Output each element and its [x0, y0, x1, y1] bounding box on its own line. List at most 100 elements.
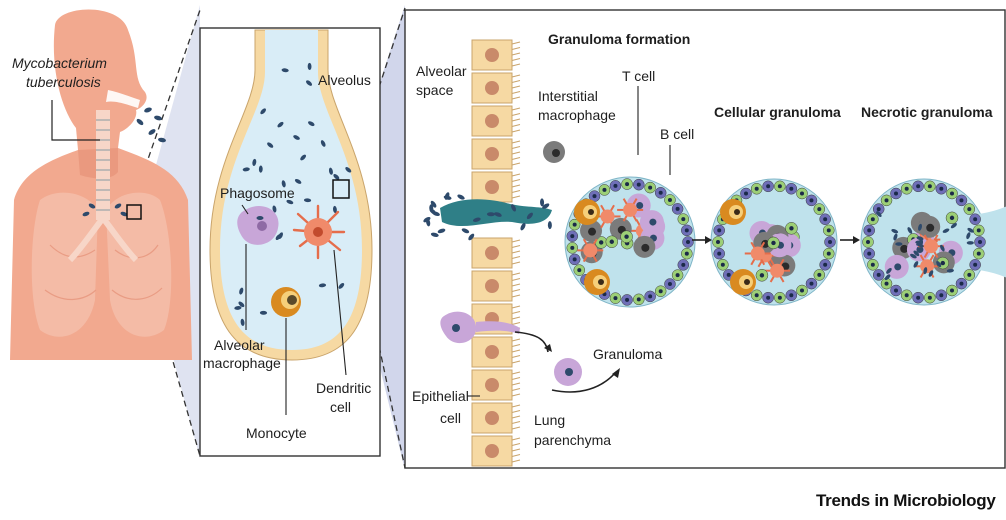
epithelial-nucleus [485, 48, 499, 62]
cell-nucleus [950, 288, 954, 292]
cell-nucleus [668, 282, 672, 286]
cell-nucleus [894, 288, 898, 292]
cell-nucleus [789, 293, 793, 297]
label-interstitial-2: macrophage [538, 107, 616, 124]
t-cell [924, 239, 938, 253]
cell-nucleus [676, 207, 680, 211]
epithelial-nucleus [485, 279, 499, 293]
cell-nucleus [967, 273, 971, 277]
cell-nucleus [766, 184, 770, 188]
cell-nucleus [977, 252, 981, 256]
granuloma-initial [565, 177, 695, 307]
cell-nucleus [613, 296, 617, 300]
epithelial-nucleus [485, 345, 499, 359]
epithelial-nucleus [485, 444, 499, 458]
label-necrotic-granuloma: Necrotic granuloma [861, 104, 992, 121]
cell-nucleus [727, 273, 731, 277]
cell-nucleus [941, 261, 945, 265]
label-epithelial-1: Epithelial [412, 388, 469, 405]
label-alveolar-space-1: Alveolar [416, 63, 467, 80]
cell-nucleus [685, 252, 689, 256]
label-lung-2: parenchyma [534, 432, 611, 449]
cell-nucleus [649, 219, 656, 226]
cell-nucleus [817, 273, 821, 277]
cell-nucleus [570, 234, 574, 238]
label-dendritic-2: cell [330, 399, 351, 416]
label-granuloma: Granuloma [593, 346, 662, 363]
cell-nucleus [588, 209, 594, 215]
cell-nucleus [905, 187, 909, 191]
cell-nucleus [573, 257, 577, 261]
cell-nucleus [916, 184, 920, 188]
monocyte-cell [271, 287, 301, 317]
cell-nucleus [686, 240, 690, 244]
label-mtb-1: Mycobacterium [12, 55, 107, 72]
cell-nucleus [789, 226, 793, 230]
cell-nucleus [894, 263, 901, 270]
cell-nucleus [866, 240, 870, 244]
cell-nucleus [577, 268, 581, 272]
cell-nucleus [641, 244, 649, 252]
cell-nucleus [867, 252, 871, 256]
t-cell [770, 264, 784, 278]
cell-nucleus [659, 191, 663, 195]
cell-nucleus [602, 188, 606, 192]
cell-nucleus [668, 198, 672, 202]
label-alv-macrophage-2: macrophage [203, 355, 281, 372]
cell-nucleus [755, 293, 759, 297]
bacterium [895, 242, 902, 246]
epithelial-nucleus [485, 81, 499, 95]
right-lung [106, 193, 171, 337]
epithelial-nucleus [485, 246, 499, 260]
label-mtb-2: tuberculosis [26, 74, 101, 91]
label-lung-1: Lung [534, 412, 565, 429]
cell-nucleus [760, 273, 764, 277]
cell-nucleus [817, 207, 821, 211]
cell-nucleus [685, 228, 689, 232]
cell-nucleus [588, 228, 596, 236]
cell-nucleus [636, 202, 643, 209]
cell-nucleus [916, 296, 920, 300]
cell-nucleus [637, 183, 641, 187]
cell-nucleus [894, 192, 898, 196]
cell-nucleus [828, 240, 832, 244]
cell-nucleus [967, 207, 971, 211]
cell-nucleus [755, 187, 759, 191]
cell-nucleus [599, 240, 603, 244]
cell-nucleus [928, 184, 932, 188]
t-cell [583, 243, 597, 257]
cell-nucleus [809, 282, 813, 286]
cell-nucleus [800, 288, 804, 292]
cell-nucleus [717, 252, 721, 256]
cell-nucleus [613, 184, 617, 188]
cell-nucleus [809, 198, 813, 202]
cell-nucleus [939, 187, 943, 191]
journal-brand: Trends in Microbiology [816, 492, 995, 509]
lung-parenchyma-cell [554, 358, 582, 386]
label-phagosome: Phagosome [220, 185, 295, 202]
label-interstitial-1: Interstitial [538, 88, 598, 105]
epithelial-nucleus [485, 147, 499, 161]
cell-nucleus [771, 241, 775, 245]
cell-nucleus [676, 273, 680, 277]
cell-nucleus [871, 217, 875, 221]
cell-nucleus [717, 228, 721, 232]
cell-nucleus [637, 297, 641, 301]
cell-nucleus [827, 252, 831, 256]
cell-nucleus [648, 294, 652, 298]
label-monocyte: Monocyte [246, 425, 307, 442]
cell-nucleus [610, 240, 614, 244]
cell-nucleus [681, 217, 685, 221]
label-b-cell: B cell [660, 126, 694, 143]
cell-nucleus [950, 192, 954, 196]
cell-nucleus [877, 207, 881, 211]
cell-nucleus [778, 296, 782, 300]
cell-nucleus [721, 263, 725, 267]
cell-nucleus [939, 293, 943, 297]
granuloma-cellular [711, 179, 837, 305]
cell-nucleus [598, 279, 604, 285]
cell-nucleus [734, 209, 740, 215]
cell-nucleus [800, 192, 804, 196]
cell-nucleus [766, 296, 770, 300]
cell-nucleus [744, 192, 748, 196]
